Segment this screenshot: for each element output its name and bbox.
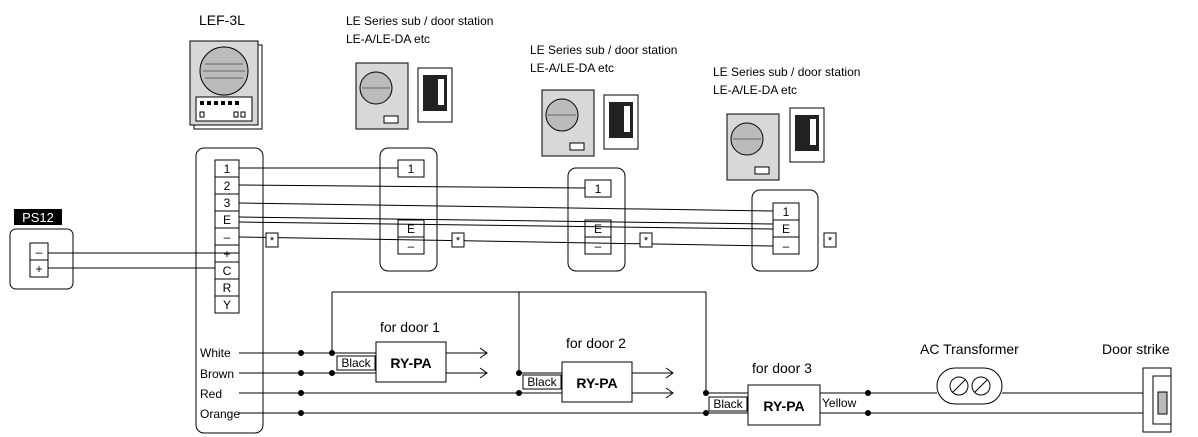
asterisk-box-master xyxy=(265,232,279,248)
sub2-terminal-1: 1 xyxy=(595,182,602,196)
ps12-label: PS12 xyxy=(22,210,54,225)
transformer-coils xyxy=(949,376,991,396)
wire-orange-label: Orange xyxy=(200,407,240,421)
ps12-terminal-plus: + xyxy=(35,262,42,276)
ps12-badge xyxy=(14,209,62,225)
sub2-label-line2: LE-A/LE-DA etc xyxy=(530,61,614,75)
wire-brown-label: Brown xyxy=(200,367,234,381)
asterisk-box-sub2 xyxy=(639,232,653,248)
relay1-input-label: Black xyxy=(341,356,371,370)
master-label: LEF-3L xyxy=(199,12,245,28)
asterisk-sub1: * xyxy=(456,235,461,247)
sub3-terminal-minus: – xyxy=(783,239,790,253)
master-terminal-plus: + xyxy=(223,247,230,261)
master-terminal-e: E xyxy=(223,213,231,227)
sub2-label-line1: LE Series sub / door station xyxy=(530,43,677,57)
transformer-icon xyxy=(936,367,1003,405)
master-terminal-minus: – xyxy=(224,230,231,244)
asterisk-sub3: * xyxy=(828,235,833,247)
relay2-output-arrows xyxy=(632,367,674,399)
sub2-terminal-minus: – xyxy=(595,239,602,253)
relay1-name: RY-PA xyxy=(390,355,431,371)
sub2-station-icon xyxy=(541,89,639,157)
relay2-name: RY-PA xyxy=(576,375,617,391)
relay3-caption: for door 3 xyxy=(752,360,812,376)
sub2-terminal-e: E xyxy=(594,222,602,236)
master-terminal-r: R xyxy=(223,281,232,295)
asterisk-sub2: * xyxy=(644,235,649,247)
sub1-terminal-e: E xyxy=(407,222,415,236)
sub1-label-line1: LE Series sub / door station xyxy=(346,14,493,28)
relay1-output-arrows xyxy=(446,347,488,379)
asterisk-box-sub3 xyxy=(823,232,837,248)
master-terminals: 1 2 3 E – + C R Y xyxy=(214,159,240,314)
master-terminal-1: 1 xyxy=(224,162,231,176)
door-strike-label: Door strike xyxy=(1102,341,1170,357)
master-terminal-c: C xyxy=(223,264,232,278)
intercom-wiring xyxy=(48,167,774,269)
sub3-label-line1: LE Series sub / door station xyxy=(713,65,860,79)
sub3-terminal-1: 1 xyxy=(783,205,790,219)
wire-white-label: White xyxy=(200,346,231,360)
master-wire-labels: White Brown Red Orange xyxy=(200,346,240,421)
asterisk-box-sub1 xyxy=(451,232,465,248)
sub1-terminal-1: 1 xyxy=(408,162,415,176)
master-terminal-3: 3 xyxy=(224,196,231,210)
sub1-terminal-minus: – xyxy=(408,239,415,253)
relay3-input-label: Black xyxy=(713,397,743,411)
relay1-caption: for door 1 xyxy=(380,319,440,335)
asterisk-master: * xyxy=(270,235,275,247)
relay2-caption: for door 2 xyxy=(566,335,626,351)
sub1-label-line2: LE-A/LE-DA etc xyxy=(346,32,430,46)
sub3-terminal-e: E xyxy=(782,222,790,236)
sub1-station-icon xyxy=(355,62,453,130)
transformer-label: AC Transformer xyxy=(920,341,1019,357)
ps12-terminal-minus: – xyxy=(36,245,43,259)
relay2-box xyxy=(561,361,633,403)
relay3-name: RY-PA xyxy=(763,398,804,414)
master-terminal-y: Y xyxy=(223,298,231,312)
wire-red-label: Red xyxy=(200,387,222,401)
relay1-box xyxy=(375,341,447,383)
relay2-input-label: Black xyxy=(527,375,557,389)
master-terminal-2: 2 xyxy=(224,179,231,193)
door-strike-icon xyxy=(1142,367,1172,433)
relay3-output-label: Yellow xyxy=(822,396,857,410)
junction-dots xyxy=(298,350,871,416)
sub3-label-line2: LE-A/LE-DA etc xyxy=(713,83,797,97)
door-release-wiring xyxy=(239,291,1143,414)
relay3-box xyxy=(747,384,821,426)
sub3-station-icon xyxy=(726,107,825,181)
master-station-icon xyxy=(189,40,263,130)
